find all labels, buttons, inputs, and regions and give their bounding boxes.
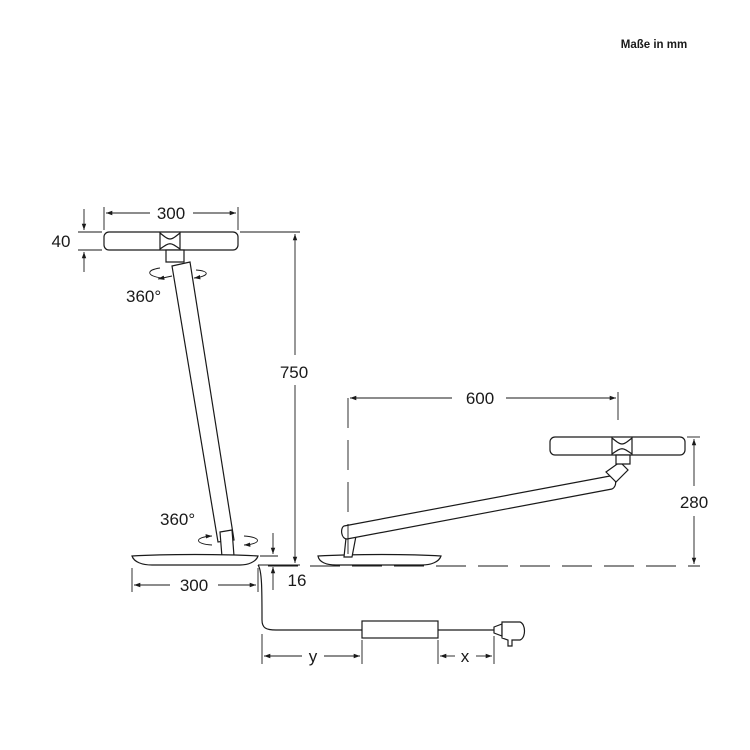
rotation-arrow-icon <box>243 535 258 547</box>
extended-lamp: 600 280 <box>268 389 708 567</box>
head-neck <box>165 249 185 263</box>
head-neck <box>615 454 631 465</box>
plug-icon <box>501 621 526 647</box>
plug-icon <box>493 623 503 637</box>
rotation-arrow-icon <box>193 269 207 280</box>
head-joint <box>159 231 181 251</box>
lamp-stem <box>219 529 235 558</box>
reach-label: 600 <box>466 389 494 408</box>
lamp-arm <box>171 261 235 543</box>
head-neck <box>605 461 629 483</box>
cable-y-label: y <box>309 647 318 666</box>
base-rotation-label: 360° <box>160 510 195 529</box>
rotation-arrow-icon <box>149 267 163 279</box>
lamp-base <box>317 553 442 566</box>
power-adapter <box>361 620 439 639</box>
power-cable <box>257 564 362 631</box>
base-height-label: 16 <box>288 571 307 590</box>
head-joint <box>611 436 633 456</box>
base-width-label: 300 <box>180 576 208 595</box>
cable-x-label: x <box>461 647 470 666</box>
upright-lamp: 360° 360° 300 40 750 300 16 <box>52 204 526 666</box>
head-rotation-label: 360° <box>126 287 161 306</box>
lamp-base <box>131 553 259 566</box>
reach-height-label: 280 <box>680 493 708 512</box>
lamp-arm <box>341 475 617 540</box>
lamp-height-label: 750 <box>280 363 308 382</box>
rotation-arrow-icon <box>198 534 213 546</box>
rotation-arrow-icon <box>157 275 173 280</box>
head-width-label: 300 <box>157 204 185 223</box>
units-note: Maße in mm <box>621 39 687 51</box>
head-height-label: 40 <box>52 232 71 251</box>
